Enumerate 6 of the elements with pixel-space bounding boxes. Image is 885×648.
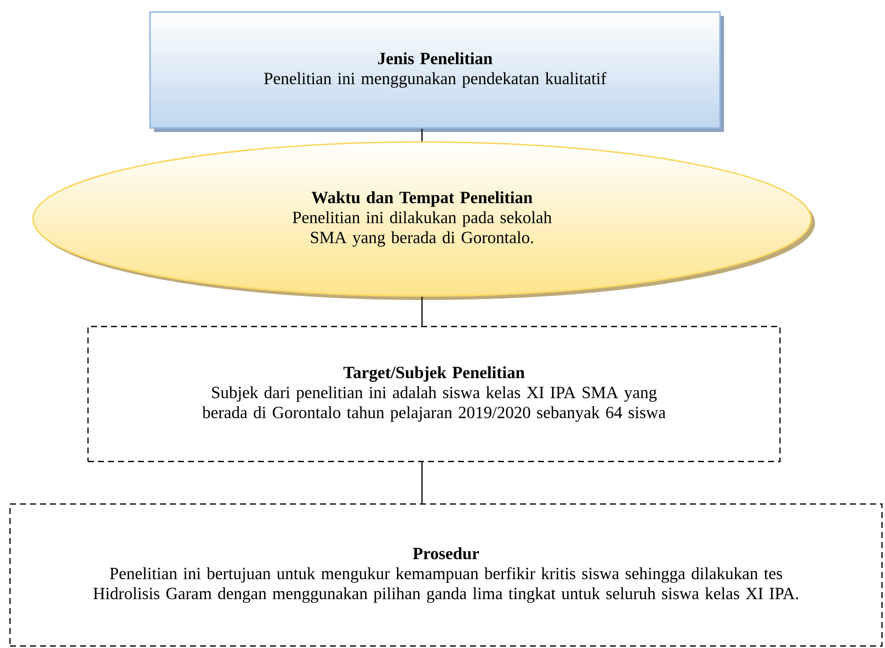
process-box: Jenis Penelitian Penelitian ini menggunakan pendekatan kualitatif xyxy=(149,11,724,132)
connector-line xyxy=(421,296,423,326)
dashed-box: Prosedur Penelitian ini bertujuan untuk mengukur kemampuan berfikir kritis siswa sehingga dilakukan tes Hidrolisis Garam dengan menggunakan pilihan ganda lima tingkat untuk seluruh siswa kelas XI IPA. xyxy=(9,503,883,647)
dashed-box: Target/Subjek Penelitian Subjek dari penelitian ini adalah siswa kelas XI IPA SMA yang berada di Gorontalo tahun pelajaran 2019/2020 sebanyak 64 siswa xyxy=(87,326,781,462)
connector-line xyxy=(421,128,423,142)
connector-line xyxy=(421,462,423,504)
